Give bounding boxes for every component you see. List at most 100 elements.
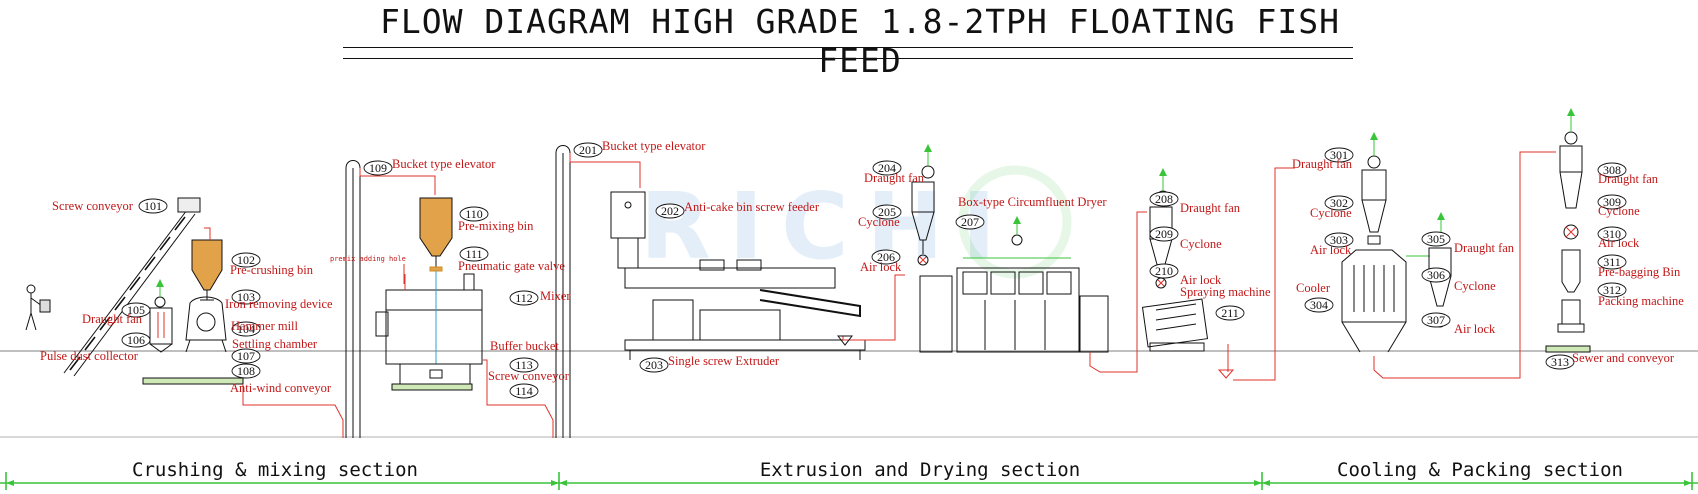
equipment-number: 210 [1155,264,1173,278]
equipment-number-tag [1215,305,1245,321]
equipment-number-tag [1597,162,1627,178]
air-lock-310 [1563,224,1579,240]
equipment-number: 205 [878,205,896,219]
equipment-label: Cooler [1296,281,1331,295]
sewer-conveyor-313 [1545,345,1591,353]
hammer-mill-104 [185,296,227,353]
equipment-number: 113 [515,358,533,372]
equipment-number-tag [121,332,151,348]
equipment-number: 304 [1310,298,1328,312]
draught-fan-204 [921,144,935,179]
equipment-number: 202 [661,204,679,218]
equipment-label: Air lock [1454,322,1496,336]
section-label: Cooling & Packing section [1337,459,1623,481]
equipment-number: 310 [1603,227,1621,241]
equipment-label: Air lock [860,260,902,274]
equipment-number-tag [509,383,539,399]
equipment-label: Pneumatic gate valve [458,259,565,273]
equipment-label: Buffer bucket [490,339,559,353]
premix-note: premix adding hole [330,255,406,263]
equipment-number: 307 [1427,313,1445,327]
equipment-number: 104 [237,322,255,336]
equipment-number: 208 [1155,192,1173,206]
equipment-number-tag [231,289,261,305]
equipment-number-tag [1149,191,1179,207]
equipment-number-tag [573,142,603,158]
pipe-dryer-to-cyclone-209 [1089,211,1147,373]
equipment-number: 102 [237,253,255,267]
pipe-114-to-201 [483,359,554,438]
draught-fan-301 [1367,132,1381,169]
cyclone-302 [1361,169,1387,233]
equipment-number: 101 [144,199,162,213]
equipment-number-tag [1597,282,1627,298]
equipment-number: 301 [1330,148,1348,162]
equipment-number-tag [459,206,489,222]
cyclone-309 [1559,145,1583,209]
equipment-number: 209 [1155,227,1173,241]
bucket-elevator-201 [555,145,641,438]
section-dimension-lines [0,472,1698,490]
draught-fan-308 [1564,108,1578,145]
equipment-label: Air lock [1598,236,1640,250]
equipment-label: Pre-bagging Bin [1598,265,1681,279]
equipment-number: 107 [237,349,255,363]
equipment-label: Packing machine [1598,294,1684,308]
equipment-number-tag [655,203,685,219]
equipment-number-tag [1149,263,1179,279]
equipment-label: Air lock [1310,243,1352,257]
equipment-number: 207 [961,215,979,229]
equipment-label: Iron removing device [225,297,333,311]
pipe-cooler-to-packing [1373,151,1556,379]
equipment-number: 302 [1330,196,1348,210]
pre-crushing-bin-102 [191,227,223,301]
equipment-number-tag [1597,194,1627,210]
equipment-number: 313 [1551,355,1569,369]
air-lock-206 [917,254,929,266]
equipment-number-tag [639,357,669,373]
equipment-number-tag [1324,232,1354,248]
equipment-label: Single screw Extruder [668,354,780,368]
equipment-label: Cyclone [1310,206,1352,220]
equipment-number-tag [1597,226,1627,242]
pre-mixing-bin-110 [419,197,453,272]
equipment-number: 112 [515,291,533,305]
equipment-label: Pre-mixing bin [458,219,534,233]
equipment-number: 211 [1221,306,1239,320]
equipment-number: 306 [1427,268,1445,282]
spraying-machine-211 [1141,298,1209,352]
equipment-number: 308 [1603,163,1621,177]
equipment-number: 114 [515,384,533,398]
equipment-label: Cyclone [858,215,900,229]
equipment-label: Bucket type elevator [392,157,496,171]
equipment-label: Spraying machine [1180,285,1271,299]
cooler-304 [1341,249,1430,353]
equipment-label: Hammer mill [231,319,299,333]
equipment-label: Pre-crushing bin [230,263,314,277]
equipment-label: Screw conveyor [488,369,570,383]
air-lock-303 [1367,235,1381,245]
equipment-number-tag [1324,147,1354,163]
equipment-number-tag [459,246,489,262]
equipment-number: 111 [465,247,482,261]
equipment-number: 312 [1603,283,1621,297]
watermark: RICHI [640,173,1014,280]
equipment-number: 201 [579,143,597,157]
pulse-dust-collector-106 [149,307,173,353]
equipment-label: Cyclone [1180,237,1222,251]
equipment-label: Cyclone [1454,279,1496,293]
equipment-number: 108 [237,364,255,378]
equipment-label: Bucket type elevator [602,139,706,153]
title-underline-top [343,47,1353,48]
equipment-number-tag [871,249,901,265]
equipment-number-tag [1421,267,1451,283]
equipment-label: Air lock [1180,273,1222,287]
equipment-number: 204 [878,161,896,175]
equipment-label: Draught fan [1180,201,1241,215]
equipment-label: Cyclone [1598,204,1640,218]
single-screw-extruder-203 [624,259,866,360]
equipment-number: 105 [127,303,145,317]
equipment-number: 311 [1603,255,1621,269]
draught-fan-105 [154,279,166,308]
